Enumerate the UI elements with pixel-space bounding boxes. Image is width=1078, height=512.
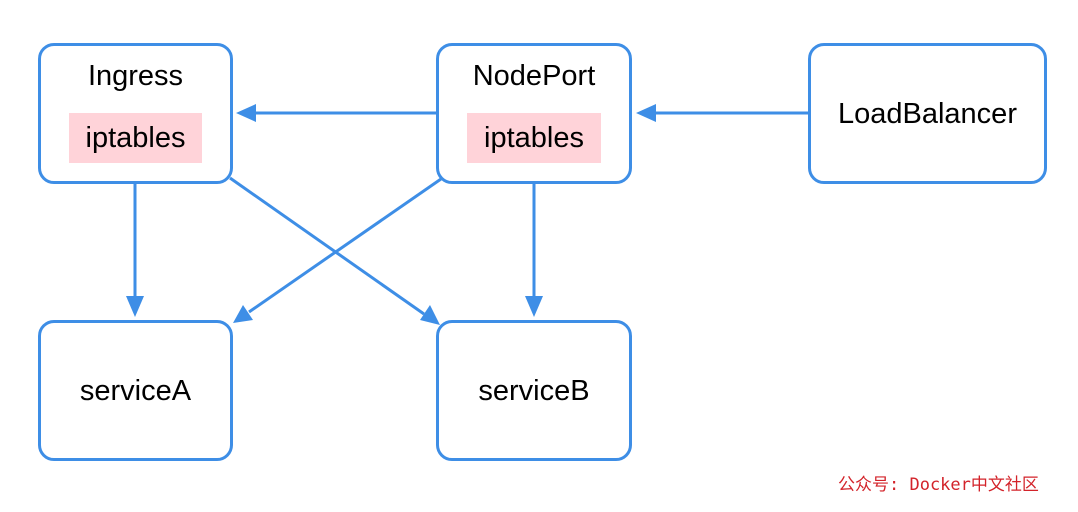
loadbalancer-node: LoadBalancer [808, 43, 1047, 184]
nodeport-node: NodePort iptables [436, 43, 632, 184]
service-a-node: serviceA [38, 320, 233, 461]
ingress-label: Ingress [87, 60, 184, 92]
service-a-label: serviceA [79, 374, 192, 407]
edge-loadbalancer-to-nodeport [636, 104, 808, 122]
loadbalancer-label: LoadBalancer [838, 97, 1017, 130]
edge-nodeport-to-service-a [233, 177, 442, 323]
edge-ingress-to-service-b [229, 176, 440, 325]
ingress-iptables-chip: iptables [68, 113, 203, 163]
ingress-node: Ingress iptables [38, 43, 233, 184]
watermark-text: 公众号: Docker中文社区 [838, 475, 1039, 495]
nodeport-label: NodePort [472, 60, 596, 92]
service-b-label: serviceB [478, 374, 590, 407]
edge-ingress-to-service-a [126, 184, 144, 317]
nodeport-iptables-chip: iptables [467, 113, 601, 163]
edge-nodeport-to-service-b [525, 184, 543, 317]
service-b-node: serviceB [436, 320, 632, 461]
edge-nodeport-to-ingress [236, 104, 436, 122]
